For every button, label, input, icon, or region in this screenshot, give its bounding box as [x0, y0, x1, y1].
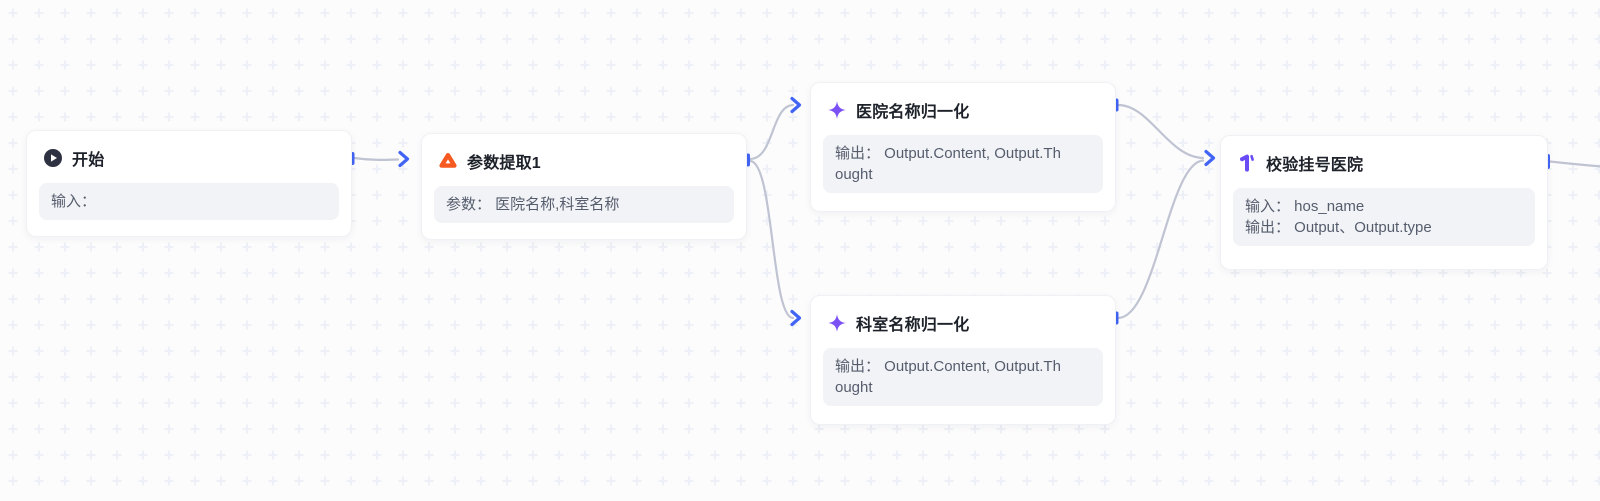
input-port-icon[interactable] [398, 150, 410, 168]
node-summary-line: 输出： Output.Content, Output.Thought [835, 358, 1061, 396]
edge-connector[interactable] [1548, 160, 1600, 168]
sparkle-icon [827, 100, 847, 120]
edge-connector[interactable] [1116, 103, 1205, 160]
node-summary: 输入： hos_name 输出： Output、Output.type [1233, 188, 1535, 246]
node-summary-line: 输出： Output、Output.type [1245, 219, 1432, 236]
node-summary-line: 输出： Output.Content, Output.Thought [835, 145, 1061, 183]
edge-connector[interactable] [1116, 159, 1205, 320]
node-summary: 输入： [39, 183, 339, 220]
node-param-extract[interactable]: 参数提取1 参数： 医院名称,科室名称 [421, 133, 747, 240]
input-port-icon[interactable] [790, 309, 802, 327]
edge-connector[interactable] [748, 159, 795, 320]
edge-connector[interactable] [748, 103, 795, 161]
node-hospital-normalize[interactable]: 医院名称归一化 输出： Output.Content, Output.Thoug… [810, 82, 1116, 212]
node-title: 开始 [72, 152, 105, 169]
node-header: 医院名称归一化 [811, 83, 1115, 133]
node-header: 开始 [27, 131, 351, 181]
sparkle-icon [827, 313, 847, 333]
node-summary-line: 输入： hos_name [1245, 198, 1365, 215]
node-department-normalize[interactable]: 科室名称归一化 输出： Output.Content, Output.Thoug… [810, 295, 1116, 425]
input-port-icon[interactable] [790, 96, 802, 114]
node-header: 科室名称归一化 [811, 296, 1115, 346]
node-title: 参数提取1 [467, 155, 541, 172]
node-summary: 输出： Output.Content, Output.Thought [823, 348, 1103, 406]
extractor-icon [438, 151, 458, 171]
play-circle-icon [43, 148, 63, 168]
node-header: 校验挂号医院 [1221, 136, 1547, 186]
node-title: 校验挂号医院 [1266, 157, 1364, 174]
node-verify-hospital[interactable]: 校验挂号医院 输入： hos_name 输出： Output、Output.ty… [1220, 135, 1548, 270]
plugin-one-icon [1237, 153, 1257, 173]
node-summary: 输出： Output.Content, Output.Thought [823, 135, 1103, 193]
node-summary: 参数： 医院名称,科室名称 [434, 186, 734, 223]
node-summary-line: 输入： [51, 193, 97, 210]
edge-connector[interactable] [352, 156, 400, 162]
input-port-icon[interactable] [1204, 149, 1216, 167]
node-summary-line: 参数： 医院名称,科室名称 [446, 196, 620, 213]
node-title: 科室名称归一化 [856, 317, 970, 334]
node-start[interactable]: 开始 输入： [26, 130, 352, 237]
node-title: 医院名称归一化 [856, 104, 970, 121]
node-header: 参数提取1 [422, 134, 746, 184]
